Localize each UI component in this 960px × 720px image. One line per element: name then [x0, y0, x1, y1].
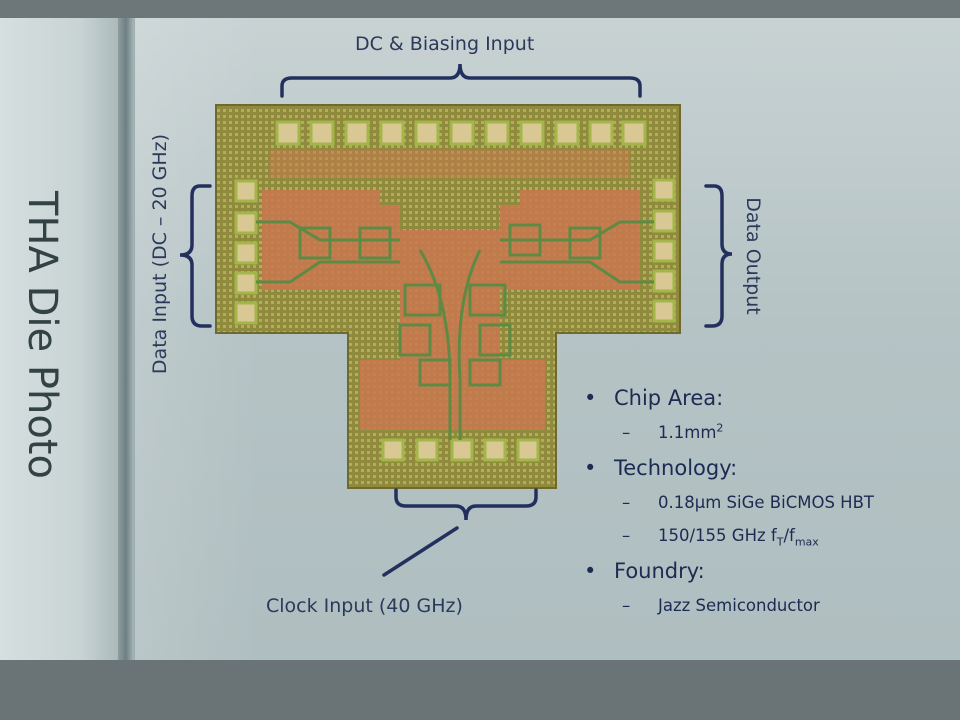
fmax-subscript: max: [794, 535, 819, 549]
bullet-dot-icon: •: [584, 456, 597, 480]
circuit-metal: [262, 150, 640, 430]
sub-bullet-chip-area-value: – 1.1mm2: [584, 423, 954, 443]
dash-icon: –: [622, 423, 631, 442]
chip-area-value: 1.1mm: [658, 423, 717, 442]
technology-heading: Technology:: [614, 456, 738, 480]
dc-biasing-input-label: DC & Biasing Input: [355, 33, 535, 55]
sub-bullet-foundry-name: – Jazz Semiconductor: [584, 596, 954, 616]
right-brace: [704, 184, 733, 328]
foundry-heading: Foundry:: [614, 559, 705, 583]
technology-process: 0.18μm SiGe BiCMOS HBT: [658, 493, 874, 512]
bullet-technology: • Technology:: [584, 456, 954, 480]
ft-subscript: T: [776, 535, 784, 549]
dc-pad-row: [275, 120, 647, 146]
clock-input-pads: [381, 438, 540, 462]
sub-bullet-technology-process: – 0.18μm SiGe BiCMOS HBT: [584, 493, 954, 513]
clock-arrow: [382, 526, 459, 577]
left-brace: [179, 184, 212, 328]
foundry-name: Jazz Semiconductor: [658, 596, 820, 615]
bullet-dot-icon: •: [584, 559, 597, 583]
left-strip-edge: [118, 0, 134, 720]
dash-icon: –: [622, 596, 631, 615]
data-input-label: Data Input (DC – 20 GHz): [149, 133, 171, 375]
chip-area-heading: Chip Area:: [614, 386, 724, 410]
sub-bullet-technology-frequency: – 150/155 GHz fT/fmax: [584, 526, 954, 549]
data-output-label: Data Output: [742, 197, 764, 315]
data-input-pads: [234, 179, 258, 325]
bullet-dot-icon: •: [584, 386, 597, 410]
annotation-braces: [179, 63, 733, 577]
top-brace: [280, 63, 642, 98]
data-output-pads: [652, 178, 676, 323]
technology-frequency-mid: /f: [783, 526, 795, 545]
circuit-traces: [256, 220, 654, 440]
clock-input-label: Clock Input (40 GHz): [266, 595, 463, 617]
left-decorative-strip: [0, 0, 135, 720]
bottom-band: [0, 660, 960, 720]
dash-icon: –: [622, 493, 631, 512]
technology-frequency: 150/155 GHz f: [658, 526, 777, 545]
dash-icon: –: [622, 526, 631, 545]
spec-bullets: • Chip Area: – 1.1mm2 • Technology: – 0.…: [584, 386, 954, 629]
chip-area-superscript: 2: [716, 421, 724, 435]
bullet-foundry: • Foundry:: [584, 559, 954, 583]
bullet-chip-area: • Chip Area:: [584, 386, 954, 410]
bottom-brace: [394, 488, 538, 521]
top-band: [0, 0, 960, 18]
